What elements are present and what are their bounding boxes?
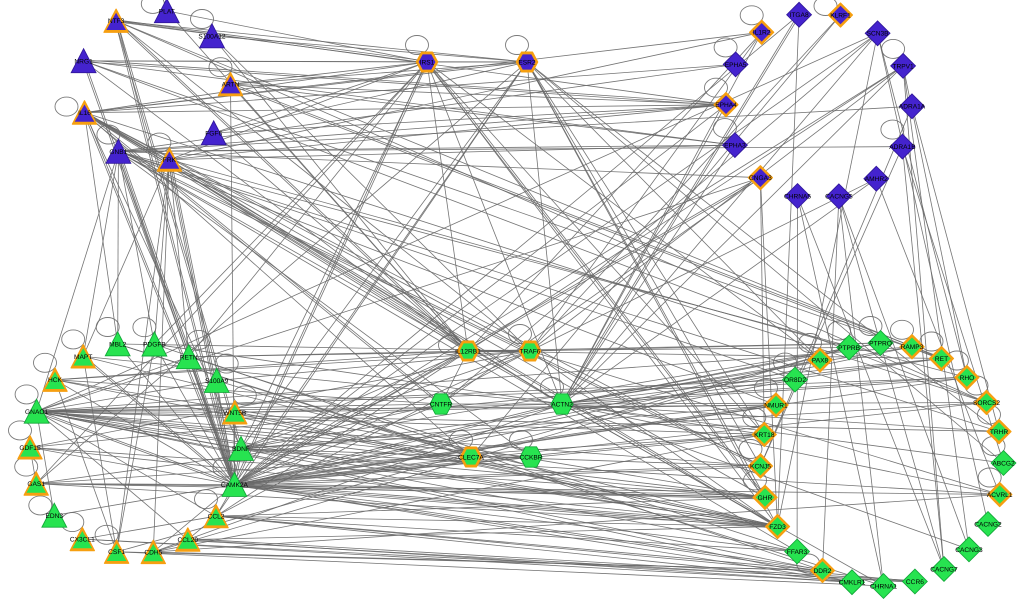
svg-text:BDNF: BDNF [232,446,250,453]
svg-text:CDH5: CDH5 [144,549,162,556]
svg-text:PAX8: PAX8 [812,357,829,364]
svg-text:CACNG5: CACNG5 [825,194,853,201]
svg-text:RET: RET [935,356,948,363]
svg-text:RETN: RETN [180,354,198,361]
svg-text:EPHA5: EPHA5 [725,62,747,69]
svg-text:KCNJ5: KCNJ5 [750,463,771,470]
svg-text:CHRNA1: CHRNA1 [870,583,897,590]
svg-text:ARTN: ARTN [222,82,240,89]
svg-text:GNB1: GNB1 [109,149,127,156]
svg-text:ABCG2: ABCG2 [992,460,1015,467]
svg-text:GNAO1: GNAO1 [25,409,48,416]
svg-text:CNTFR: CNTFR [430,401,453,408]
svg-text:TRAF6: TRAF6 [520,348,541,355]
svg-text:S100A9: S100A9 [205,378,229,385]
svg-text:SCN3B: SCN3B [867,31,890,38]
svg-text:IRS1: IRS1 [420,59,435,66]
svg-text:OR8D2: OR8D2 [784,377,806,384]
svg-text:WNT5B: WNT5B [223,410,247,417]
svg-text:GAS1: GAS1 [27,481,45,488]
svg-text:ACTN2: ACTN2 [551,401,573,408]
svg-text:FFAR3: FFAR3 [787,549,808,556]
svg-text:S100A12: S100A12 [198,33,225,40]
svg-text:IL12RB1: IL12RB1 [455,348,481,355]
svg-text:NRG1: NRG1 [74,58,93,65]
svg-text:CMKLR1: CMKLR1 [839,580,866,587]
svg-text:CACNG3: CACNG3 [955,547,983,554]
svg-text:CX3CL1: CX3CL1 [70,537,95,544]
svg-text:HCK: HCK [48,377,63,384]
svg-text:IL1R2: IL1R2 [753,30,771,37]
svg-text:PTPRB: PTPRB [838,345,861,352]
svg-text:MBL2: MBL2 [109,341,127,348]
svg-text:EPHA3: EPHA3 [724,143,746,150]
svg-text:IL16: IL16 [78,110,91,117]
svg-text:GHR: GHR [758,495,773,502]
svg-text:AMHR2: AMHR2 [865,176,888,183]
svg-text:ACVRL1: ACVRL1 [987,492,1013,499]
svg-text:RAMP3: RAMP3 [901,344,924,351]
svg-text:PDGFB: PDGFB [143,342,166,349]
svg-text:CCR6: CCR6 [906,579,924,586]
svg-text:CSF1: CSF1 [108,549,125,556]
svg-text:CHRNA5: CHRNA5 [784,193,811,200]
svg-text:CCKBR: CCKBR [519,454,542,461]
svg-text:MAPT: MAPT [74,354,92,361]
svg-text:PTPRO: PTPRO [869,340,892,347]
svg-text:EPHA4: EPHA4 [715,102,737,109]
svg-text:ADRA1B: ADRA1B [889,144,916,151]
svg-text:FZD3: FZD3 [769,524,786,531]
svg-text:EDN3: EDN3 [46,513,64,520]
svg-text:KRT18: KRT18 [754,432,775,439]
svg-text:CAMK2A: CAMK2A [221,482,249,489]
svg-text:TRPV1: TRPV1 [892,63,914,70]
svg-text:FRK: FRK [163,157,177,164]
svg-text:ESR2: ESR2 [518,59,536,66]
svg-text:CCL2: CCL2 [208,514,225,521]
svg-text:TRHR: TRHR [990,429,1009,436]
svg-text:ITGA8: ITGA8 [790,12,809,19]
svg-text:SORCS2: SORCS2 [973,400,1000,407]
svg-text:ADRA1A: ADRA1A [899,104,926,111]
svg-text:PLAT: PLAT [159,8,175,15]
svg-text:NTF3: NTF3 [108,18,125,25]
svg-text:GDF15: GDF15 [19,445,41,452]
svg-text:RHO: RHO [960,375,975,382]
svg-text:KLRF1: KLRF1 [830,12,851,19]
svg-text:DDR2: DDR2 [814,568,832,575]
svg-text:CLEC7A: CLEC7A [458,454,484,461]
svg-text:CNGA3: CNGA3 [749,175,772,182]
svg-text:CACNG2: CACNG2 [974,521,1002,528]
svg-text:NMUR1: NMUR1 [764,402,788,409]
svg-text:CACNG7: CACNG7 [930,566,958,573]
svg-text:CCL20: CCL20 [178,537,199,544]
svg-text:FGF6: FGF6 [205,130,222,137]
